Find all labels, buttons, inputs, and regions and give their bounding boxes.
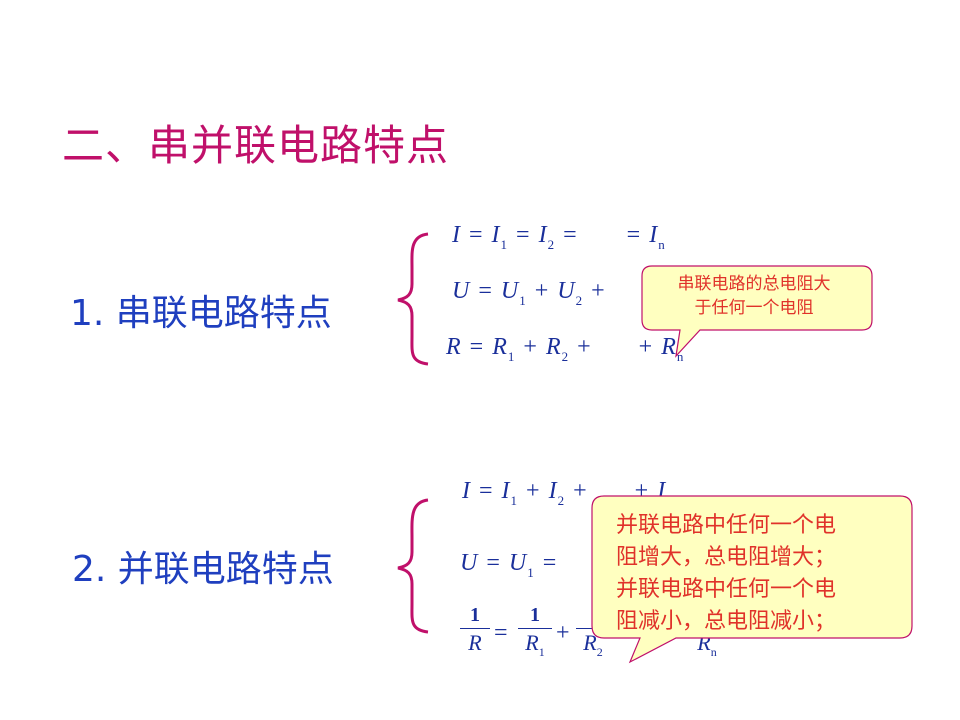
plus-sign: + bbox=[556, 620, 570, 646]
fraction-total: 1 R bbox=[460, 602, 490, 657]
parallel-heading: 2. 并联电路特点 bbox=[72, 549, 334, 590]
parallel-callout: 并联电路中任何一个电 阻增大，总电阻增大； 并联电路中任何一个电 阻减小，总电阻… bbox=[594, 510, 906, 638]
series-brace bbox=[397, 232, 429, 366]
callout-line: 阻增大，总电阻增大； bbox=[616, 545, 837, 570]
parallel-current-equation: I=I1+I2++I bbox=[462, 478, 666, 508]
series-resistance-equation: R=R1+R2++Rn bbox=[446, 334, 684, 364]
parallel-brace bbox=[397, 498, 429, 634]
series-current-equation: I=I1=I2==In bbox=[452, 222, 665, 252]
equals-sign: = bbox=[494, 620, 508, 646]
callout-line: 阻减小，总电阻减小； bbox=[616, 609, 837, 634]
series-voltage-equation: U=U1+U2+ bbox=[452, 278, 605, 308]
callout-line: 串联电路的总电阻大 bbox=[677, 274, 831, 294]
callout-line: 并联电路中任何一个电 bbox=[616, 577, 837, 602]
fraction-r1: 1 R1 bbox=[518, 602, 552, 659]
callout-line: 于任何一个电阻 bbox=[694, 298, 814, 318]
series-callout: 串联电路的总电阻大 于任何一个电阻 bbox=[644, 272, 864, 320]
series-heading: 1. 串联电路特点 bbox=[70, 293, 332, 334]
parallel-voltage-equation: U=U1= bbox=[460, 550, 557, 580]
page-title: 二、串并联电路特点 bbox=[62, 121, 450, 170]
callout-line: 并联电路中任何一个电 bbox=[616, 513, 837, 538]
